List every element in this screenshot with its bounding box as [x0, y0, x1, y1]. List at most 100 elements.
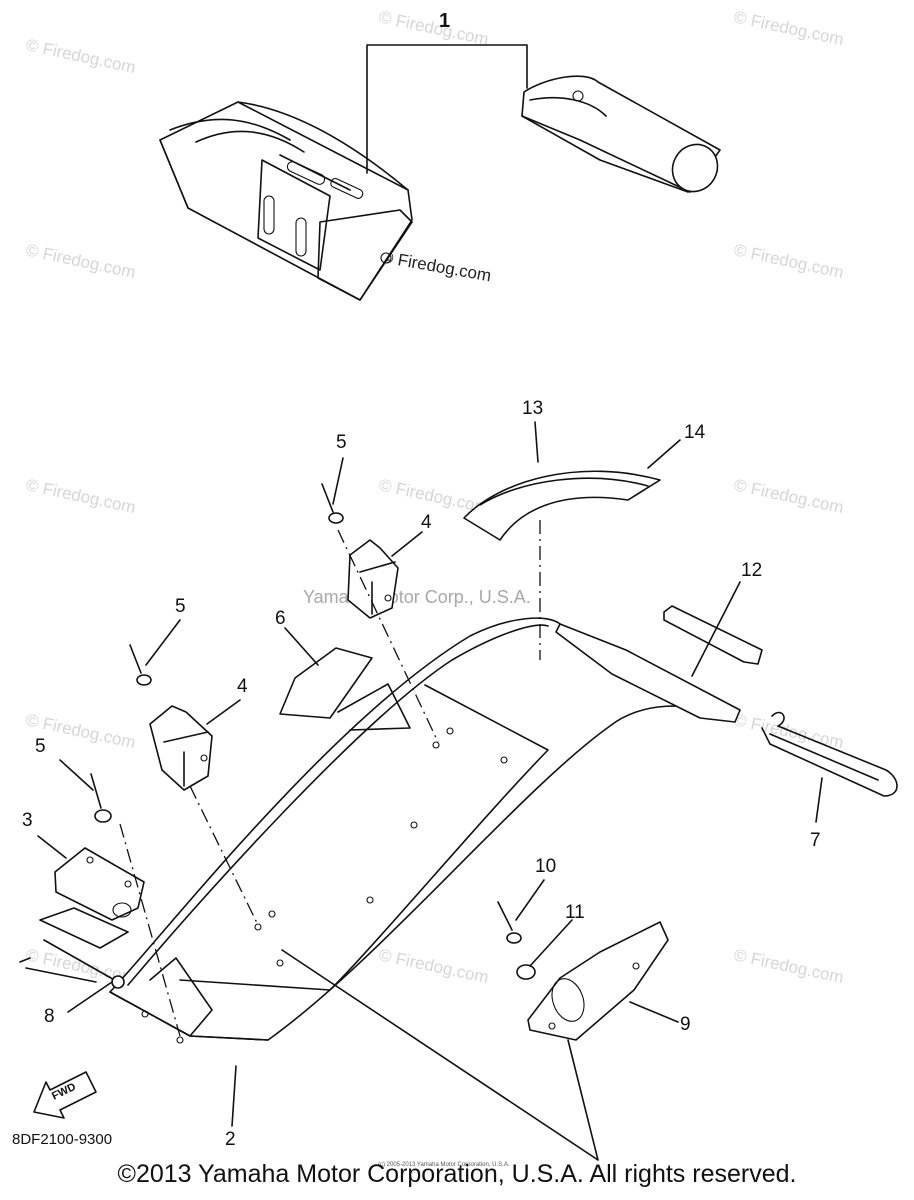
leader-3	[37, 835, 67, 859]
callout-11: 11	[565, 902, 585, 923]
clamp-hole	[384, 594, 392, 602]
rivet-pin	[321, 483, 334, 513]
leader-5	[145, 619, 181, 666]
callout-5-lower: 5	[35, 736, 46, 757]
clamp-body	[149, 705, 213, 791]
pin-clip	[19, 957, 97, 983]
leader-4	[206, 699, 241, 725]
watermark-text: © Firedog.com	[732, 945, 845, 987]
rivet-pin	[90, 773, 102, 809]
leader-lines	[37, 421, 823, 1161]
part-3-hinge-bracket	[39, 847, 145, 949]
part-4-clamp-upper	[347, 539, 399, 619]
flap-mount-tab	[149, 957, 213, 1037]
rivet-head	[136, 674, 152, 686]
bag-slot	[286, 161, 326, 185]
leader-7	[815, 777, 823, 823]
callout-4-upper: 4	[421, 512, 432, 533]
watermark-text: © Firedog.com	[732, 240, 845, 282]
watermark-text: © Firedog.com	[24, 35, 137, 77]
part-11-nut	[516, 964, 536, 980]
pouch-flap	[529, 96, 607, 117]
fwd-arrow: FWD	[33, 1071, 97, 1119]
leader-5	[59, 759, 94, 791]
leader-13	[534, 421, 539, 463]
clamp-body	[347, 539, 399, 619]
flap-hole	[410, 821, 418, 829]
tape-edge	[479, 477, 649, 506]
clamp-hole	[200, 754, 208, 762]
bracket-hole	[548, 1022, 556, 1030]
watermark-text: © Firedog.com	[732, 475, 845, 517]
clamp-fold	[163, 731, 209, 787]
callout-1-bracket	[366, 44, 528, 174]
leader-9	[629, 1001, 679, 1023]
callout-5-middle: 5	[175, 596, 186, 617]
hinge-plate	[54, 847, 145, 921]
handle-wire-inner	[769, 733, 879, 781]
leader-2-hidden	[281, 949, 599, 1161]
pouch-snap	[572, 90, 584, 102]
watermark-text: © Firedog.com	[377, 945, 490, 987]
leader-10	[515, 879, 545, 921]
clamp-fold	[359, 561, 396, 615]
flap-hole	[276, 959, 284, 967]
callout-14: 14	[684, 422, 706, 443]
fine-print: (c) 2005-2013 Yamaha Motor Corporation, …	[378, 1162, 510, 1168]
flap-hole	[500, 756, 508, 764]
leader-14	[647, 439, 681, 469]
callout-4-lower: 4	[237, 676, 248, 697]
part-1-bag-assembly	[159, 44, 721, 301]
part-9-bracket	[527, 921, 669, 1041]
pouch-bottom-edge	[521, 115, 689, 193]
copyright-notice: ©2013 Yamaha Motor Corporation, U.S.A. A…	[117, 1160, 797, 1188]
flap-hole	[432, 741, 440, 749]
rivet-pin	[129, 644, 142, 674]
watermark-text: © Firedog.com	[24, 475, 137, 517]
rivet-head	[328, 512, 344, 524]
part-13-14-tape	[463, 470, 661, 541]
hinge-hole	[124, 880, 132, 888]
bag-edge	[159, 139, 189, 209]
watermark-text-dark: © Firedog.com	[379, 247, 492, 285]
flap-hole	[141, 1010, 149, 1018]
hinge-gasket	[39, 907, 129, 949]
leader-12	[691, 581, 741, 677]
callout-7: 7	[810, 830, 821, 851]
callout-labels: 1 2 3 4 4 5 5 5 6 7 8 9 10 11 12 13 14	[22, 10, 821, 1150]
bag-strap-top	[279, 154, 351, 191]
watermark-text: © Firedog.com	[24, 240, 137, 282]
part-7-wire-handle	[761, 711, 898, 797]
assembly-line	[337, 529, 439, 743]
flap-inner-edge	[127, 624, 549, 986]
bag-rivet	[380, 252, 392, 264]
part-6-decal	[279, 647, 411, 731]
bolt-shaft	[497, 901, 513, 931]
bag-slot	[263, 195, 275, 235]
assembly-line	[119, 823, 181, 1037]
bag-end-face	[317, 209, 413, 301]
flap-hole	[254, 923, 262, 931]
bracket-body	[527, 921, 669, 1041]
callout-13: 13	[522, 398, 543, 419]
watermark-text: © Firedog.com	[732, 7, 845, 49]
bag-slot	[295, 217, 307, 257]
handle-wire-outer	[761, 711, 898, 797]
part-5-rivet-upper	[321, 483, 344, 524]
callout-8: 8	[44, 1006, 55, 1027]
leader-6	[284, 627, 319, 666]
part-10-bolt	[497, 901, 522, 944]
callout-12: 12	[741, 560, 762, 581]
diagram-part-code: 8DF2100-9300	[12, 1131, 112, 1148]
flap-hole	[268, 910, 276, 918]
leader-4	[391, 531, 423, 557]
callout-6: 6	[275, 608, 286, 629]
pin-head	[111, 975, 125, 989]
leader-8	[67, 981, 113, 1013]
part-4-clamp-lower	[149, 705, 213, 791]
callout-3: 3	[22, 810, 33, 831]
part-5-rivet-lower	[90, 773, 112, 823]
bag-strap	[257, 159, 331, 271]
